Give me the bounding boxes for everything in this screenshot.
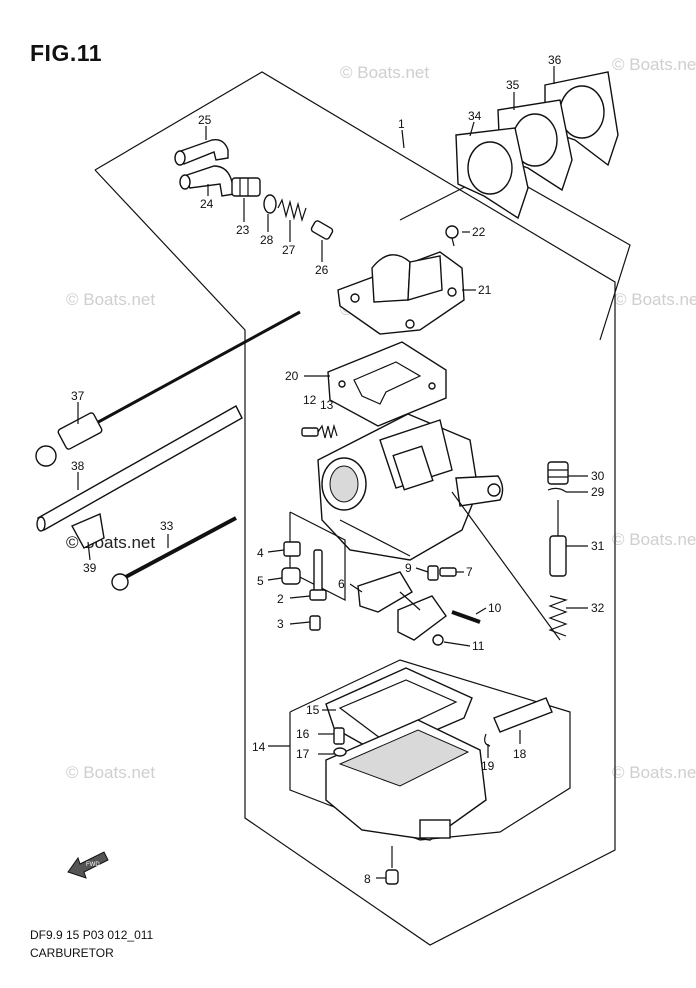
callout-38: 38 [71, 459, 85, 473]
screw-8 [385, 869, 399, 885]
callout-6: 6 [338, 577, 345, 591]
callout-33: 33 [160, 519, 174, 533]
callout-31: 31 [591, 539, 605, 553]
pilot-screw-12 [301, 427, 319, 437]
carburetor-body [317, 413, 504, 561]
callout-4: 4 [257, 546, 264, 560]
needle-26 [310, 220, 334, 240]
watermark: © Boats.net [612, 763, 696, 782]
jet-3 [309, 615, 321, 631]
callout-3: 3 [277, 617, 284, 631]
clip-19 [484, 733, 491, 747]
callout-15: 15 [306, 703, 320, 717]
needle-valve-9 [427, 565, 439, 581]
main-nozzle-2 [309, 549, 327, 601]
gasket-34 [455, 127, 529, 220]
callout-7: 7 [466, 565, 473, 579]
o-ring-28 [263, 194, 277, 214]
carb-cover-21 [337, 251, 465, 335]
callout-13: 13 [320, 398, 334, 412]
callout-9: 9 [405, 561, 412, 575]
fuel-fitting-23 [231, 177, 261, 197]
washer-17 [333, 747, 347, 757]
callout-34: 34 [468, 109, 482, 123]
figure-title: FIG.11 [30, 40, 103, 66]
callout-35: 35 [506, 78, 520, 92]
callout-29: 29 [591, 485, 605, 499]
spring-32 [548, 595, 569, 637]
callout-16: 16 [296, 727, 310, 741]
callout-27: 27 [282, 243, 296, 257]
callout-24: 24 [200, 197, 214, 211]
float-chamber-14 [325, 719, 487, 841]
float-pin-10 [451, 610, 481, 624]
callout-17: 17 [296, 747, 310, 761]
callout-12: 12 [303, 393, 317, 407]
gasket-35 [497, 99, 573, 192]
jet-5 [281, 567, 301, 585]
tube-38 [36, 405, 243, 532]
callout-2: 2 [277, 592, 284, 606]
screw-11 [432, 634, 444, 646]
throttle-piston-31 [549, 500, 567, 577]
watermark: © Boats.net [614, 290, 696, 309]
callout-1: 1 [398, 117, 405, 131]
fuel-elbow-24 [179, 165, 235, 197]
callout-39: 39 [83, 561, 97, 575]
callout-11: 11 [472, 639, 485, 653]
bolt-33 [111, 516, 237, 591]
callout-18: 18 [513, 747, 527, 761]
callout-22: 22 [472, 225, 486, 239]
callout-32: 32 [591, 601, 605, 615]
choke-cable-37 [35, 310, 301, 467]
watermark: © Boats.net [612, 55, 696, 74]
watermark: © Boats.net [66, 290, 155, 309]
gasket-20 [327, 341, 447, 427]
clamp-39 [71, 513, 105, 549]
figure-code: DF9.9 15 P03 012_011 [30, 928, 154, 942]
callout-26: 26 [315, 263, 329, 277]
clip-29 [547, 487, 567, 493]
callout-36: 36 [548, 53, 562, 67]
assembly-frame [94, 71, 616, 946]
cap-30 [547, 461, 569, 485]
carb-body-frame [399, 169, 631, 341]
drain-screw-16 [333, 727, 345, 745]
callout-20: 20 [285, 369, 299, 383]
screw-7 [439, 567, 457, 577]
watermark: © Boats.net [612, 530, 696, 549]
callout-21: 21 [478, 283, 492, 297]
callout-37: 37 [71, 389, 85, 403]
guide-line [451, 491, 561, 641]
jet-4 [283, 541, 301, 557]
float-chamber-frame [289, 659, 571, 841]
callout-5: 5 [257, 574, 264, 588]
callout-19: 19 [481, 759, 495, 773]
callout-8: 8 [364, 872, 371, 886]
float-6 [357, 571, 447, 641]
callout-30: 30 [591, 469, 605, 483]
watermark: © Boats.net [340, 63, 429, 82]
screw-22 [445, 225, 459, 247]
leader-lines [77, 66, 588, 879]
callout-25: 25 [198, 113, 212, 127]
callout-14: 14 [252, 740, 266, 754]
figure-name: CARBURETOR [30, 946, 114, 960]
callout-23: 23 [236, 223, 250, 237]
spring-13 [317, 423, 338, 439]
fuel-elbow-25 [174, 139, 229, 166]
spring-27 [277, 198, 307, 223]
fwd-arrow-icon: FWD [67, 851, 109, 879]
callout-10: 10 [488, 601, 502, 615]
callout-28: 28 [260, 233, 274, 247]
fwd-label: FWD [86, 862, 100, 868]
watermark: © Boats.net [66, 763, 155, 782]
hose-18 [493, 697, 553, 733]
